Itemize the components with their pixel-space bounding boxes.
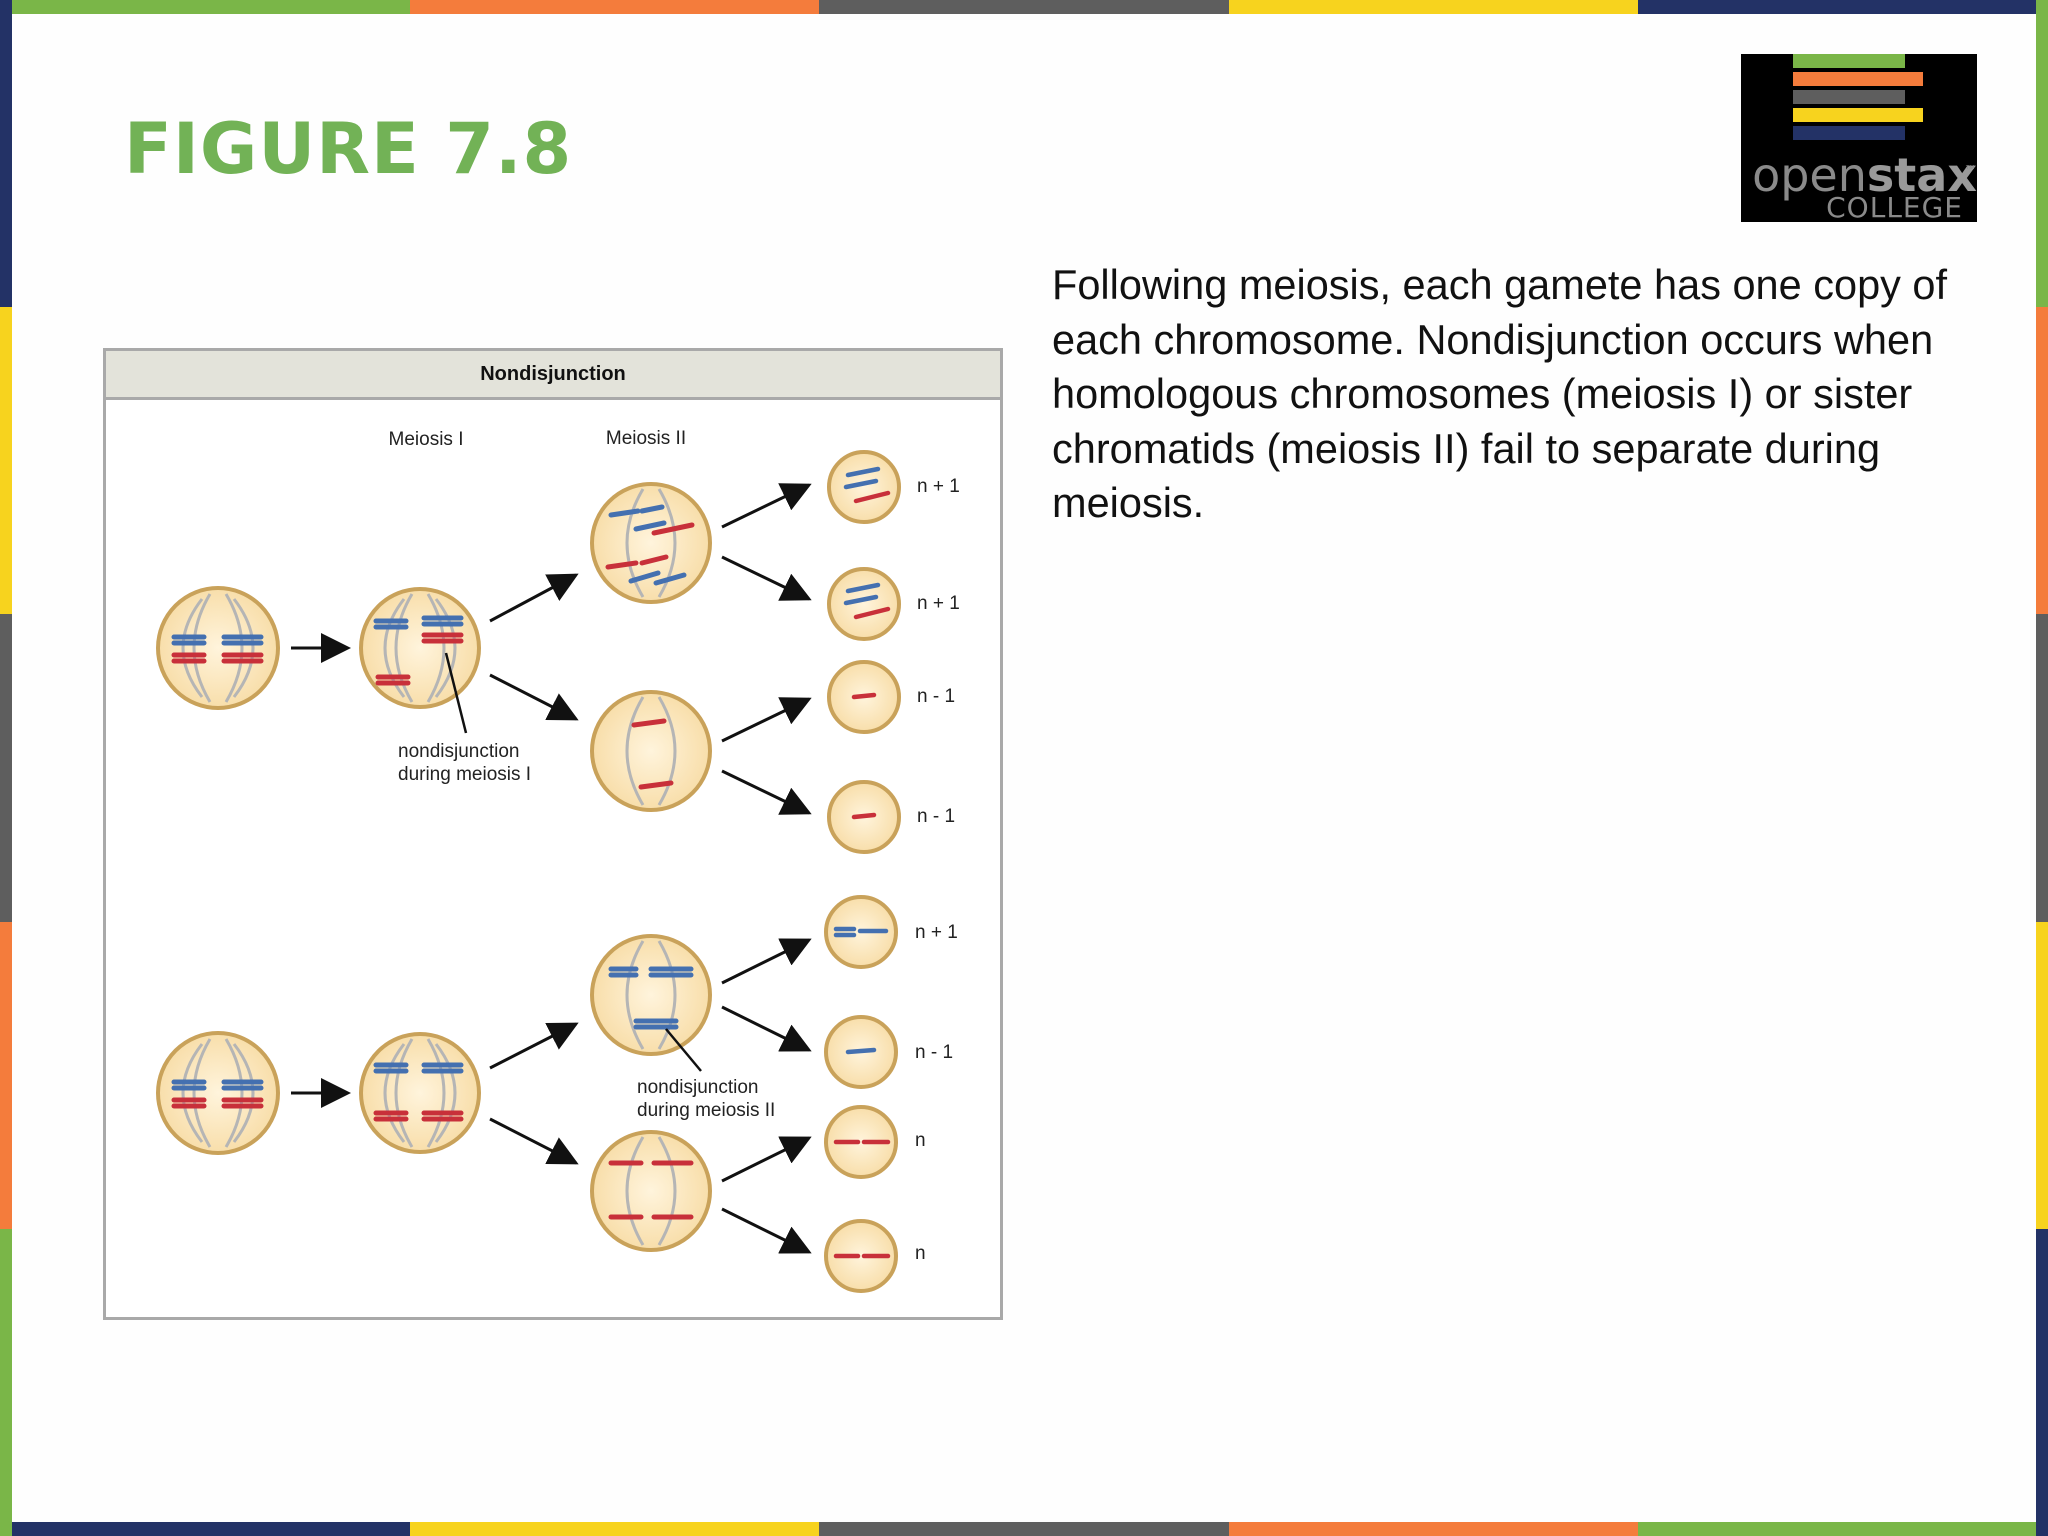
- gamete-label: n - 1: [917, 806, 955, 827]
- arrow: [721, 697, 812, 743]
- arrow: [489, 673, 579, 721]
- slide-caption: Following meiosis, each gamete has one c…: [1052, 261, 1948, 526]
- gamete-label: n + 1: [915, 922, 958, 943]
- annotation-meiosis-1-line-2: during meiosis I: [398, 764, 531, 785]
- meiosis-2-cell: [590, 482, 712, 604]
- parent-cell: [156, 586, 280, 710]
- arrow: [721, 483, 812, 529]
- gamete-cell: [827, 450, 901, 524]
- figure-title: FIGURE 7.8: [124, 108, 573, 190]
- gamete-label: n - 1: [917, 686, 955, 707]
- nondisjunction-diagram: Meiosis I Meiosis II nondis: [156, 428, 960, 1293]
- arrow: [721, 1136, 812, 1183]
- arrow: [721, 1005, 812, 1052]
- gamete-cell: [824, 1105, 898, 1179]
- top-color-stripe: [0, 0, 2048, 14]
- gamete-label: n: [915, 1243, 926, 1264]
- gamete-label: n - 1: [915, 1042, 953, 1063]
- gamete-cell: [827, 567, 901, 641]
- bottom-color-stripe: [0, 1522, 2048, 1536]
- gamete-cell: [824, 895, 898, 969]
- logo-subtitle: COLLEGE: [1826, 191, 1963, 224]
- meiosis-1-label: Meiosis I: [389, 429, 464, 450]
- right-color-stripe: [2036, 0, 2048, 1536]
- annotation-pointer: [665, 1028, 702, 1072]
- arrow: [721, 1207, 812, 1254]
- arrow: [489, 573, 579, 623]
- logo-wordmark: openstax: [1752, 148, 1977, 202]
- annotation-meiosis-1-line-1: nondisjunction: [398, 741, 519, 762]
- gamete-label: n: [915, 1130, 926, 1151]
- gamete-label: n + 1: [917, 476, 960, 497]
- meiosis-2-cell: [590, 690, 712, 812]
- meiosis-2-label: Meiosis II: [606, 428, 686, 449]
- gamete-cell: [824, 1219, 898, 1293]
- logo-trademark: ™: [1965, 164, 1975, 175]
- gamete-cell: [827, 780, 901, 854]
- annotation-meiosis-2-line-1: nondisjunction: [637, 1077, 758, 1098]
- left-color-stripe: [0, 0, 12, 1536]
- gamete-cell: [827, 660, 901, 734]
- meiosis-2-cell: [590, 934, 712, 1056]
- gamete-label: n + 1: [917, 593, 960, 614]
- gamete-cell: [824, 1015, 898, 1089]
- parent-cell: [156, 1031, 280, 1155]
- arrow: [721, 555, 812, 601]
- annotation-pointer: [444, 652, 468, 734]
- arrow: [489, 1022, 579, 1070]
- openstax-logo: openstax ™ COLLEGE: [1741, 54, 1977, 222]
- figure-header: Nondisjunction: [106, 351, 1000, 400]
- arrow: [721, 769, 812, 815]
- arrow: [489, 1117, 579, 1165]
- arrow: [721, 938, 812, 985]
- nondisjunction-figure: Nondisjunction Meiosis I Meiosis II: [103, 348, 1003, 1320]
- meiosis-2-cell: [590, 1130, 712, 1252]
- annotation-meiosis-2-line-2: during meiosis II: [637, 1100, 775, 1121]
- meiosis-1-cell: [359, 1032, 481, 1154]
- meiosis-1-cell: [359, 587, 481, 709]
